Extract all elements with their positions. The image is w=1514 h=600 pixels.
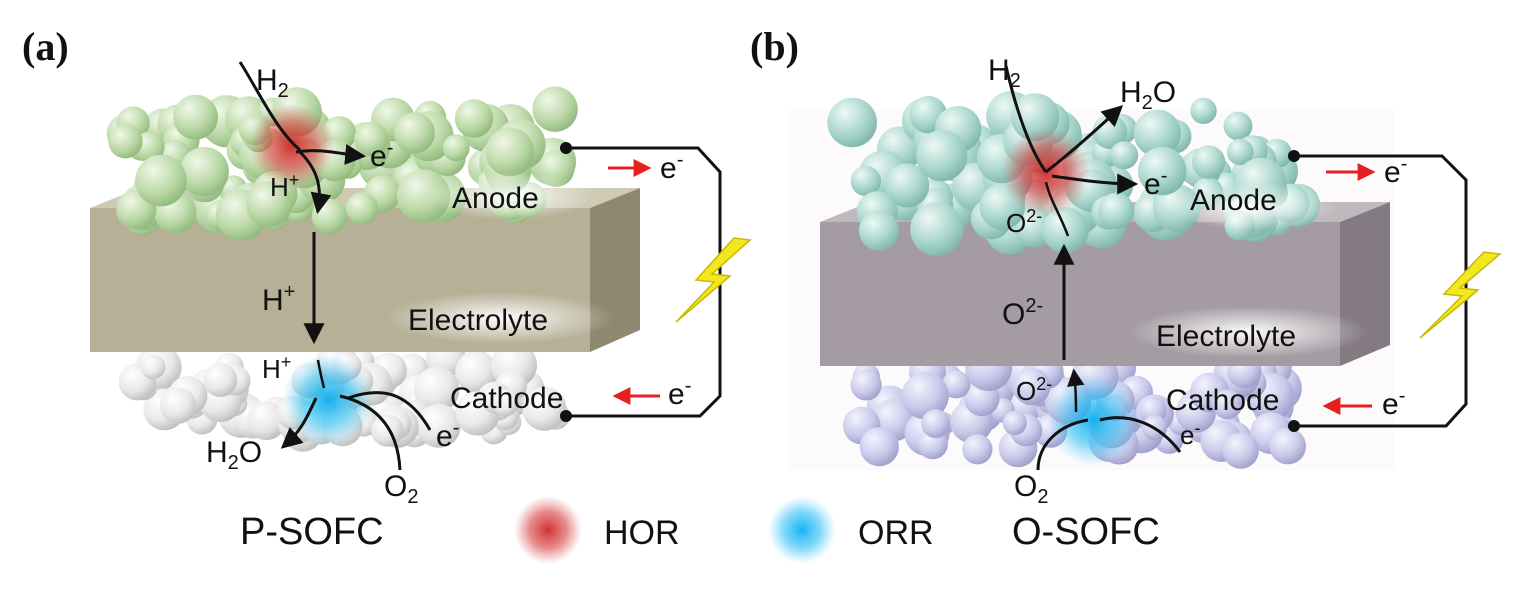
legend: HOR ORR	[514, 496, 934, 564]
particle	[345, 192, 379, 225]
particle	[1098, 192, 1135, 230]
panel-a-tag: (a)	[22, 24, 69, 69]
electrolyte-b	[820, 202, 1390, 366]
particle	[850, 165, 882, 197]
particle	[885, 163, 930, 208]
particle	[203, 363, 238, 397]
particle	[942, 370, 971, 399]
label-o2-b: O2	[1014, 470, 1048, 508]
particle	[414, 366, 460, 413]
particle	[1223, 111, 1253, 141]
label-e-ext-bot-a: e-	[668, 375, 691, 411]
particle	[522, 386, 567, 431]
label-h2o-a: H2O	[206, 436, 262, 474]
label-e-ext-top-b: e-	[1384, 153, 1407, 189]
particle	[1110, 141, 1139, 170]
particle	[247, 401, 287, 441]
label-cathode-b: Cathode	[1166, 384, 1279, 417]
legend-orr-label: ORR	[858, 514, 934, 552]
particle	[455, 350, 498, 393]
label-e-cathode-b: e-	[1180, 418, 1200, 450]
particle	[1191, 145, 1226, 179]
label-hplus-bot-a: H+	[262, 352, 291, 384]
particle	[1190, 97, 1217, 125]
label-electrolyte-a: Electrolyte	[408, 304, 548, 337]
label-o2minus-bot-b: O2-	[1016, 374, 1052, 406]
panel-b-tag: (b)	[750, 24, 799, 69]
label-o2-a: O2	[384, 470, 418, 508]
label-e-anode-b: e-	[1144, 165, 1167, 201]
particle	[1002, 410, 1027, 436]
panel-b: (b)	[750, 24, 1502, 553]
label-h2-a: H2	[256, 64, 289, 102]
lightning-icon	[675, 237, 752, 323]
particle	[311, 198, 348, 235]
label-e-ext-bot-b: e-	[1382, 385, 1405, 421]
label-hplus-mid-a: H+	[262, 281, 295, 317]
label-h2o-b: H2O	[1120, 76, 1176, 114]
label-e-ext-top-a: e-	[660, 149, 683, 185]
particle	[858, 210, 899, 251]
particle	[1226, 138, 1254, 166]
particle	[246, 181, 293, 227]
lightning-icon	[1419, 251, 1502, 339]
particle	[416, 403, 461, 448]
label-o-sofc: O-SOFC	[1012, 511, 1160, 553]
label-anode-a: Anode	[452, 182, 539, 215]
particle	[492, 389, 519, 417]
particle	[1138, 146, 1187, 196]
particle	[173, 94, 219, 140]
particle	[485, 127, 535, 177]
particle	[921, 409, 950, 439]
panel-a: (a)	[22, 24, 752, 553]
orr-site-b	[1048, 374, 1140, 466]
label-h2-b: H2	[988, 54, 1021, 92]
legend-hor-label: HOR	[604, 514, 680, 552]
particle	[859, 427, 899, 467]
particle	[442, 134, 470, 162]
particle	[916, 130, 968, 182]
label-p-sofc: P-SOFC	[240, 511, 384, 553]
particle	[910, 202, 964, 256]
label-e-cathode-a: e-	[436, 417, 459, 453]
particle	[532, 86, 578, 132]
particle	[1212, 389, 1243, 420]
particle	[827, 97, 877, 148]
particle	[160, 387, 197, 424]
particle	[393, 112, 435, 154]
particle	[140, 354, 166, 380]
particle	[1012, 367, 1051, 406]
particle	[962, 434, 993, 465]
label-hplus-top-a: H+	[270, 170, 299, 202]
anode-layer-a	[106, 86, 595, 241]
legend-hor-swatch	[514, 496, 582, 564]
particle	[108, 124, 143, 159]
legend-orr-swatch	[768, 496, 836, 564]
particle	[1133, 109, 1181, 157]
label-cathode-a: Cathode	[450, 382, 563, 415]
particle	[901, 372, 949, 420]
particle	[135, 154, 187, 207]
particle	[1269, 427, 1306, 465]
label-o2minus-mid-b: O2-	[1002, 295, 1043, 331]
particle	[396, 169, 451, 223]
label-electrolyte-b: Electrolyte	[1156, 320, 1296, 353]
label-anode-b: Anode	[1190, 184, 1277, 217]
particle	[179, 146, 229, 197]
label-e-anode-a: e-	[370, 137, 393, 173]
particle	[371, 414, 404, 447]
particle	[1222, 432, 1259, 469]
particle	[850, 369, 882, 401]
label-o2minus-top-b: O2-	[1006, 206, 1042, 238]
particle	[454, 99, 494, 138]
